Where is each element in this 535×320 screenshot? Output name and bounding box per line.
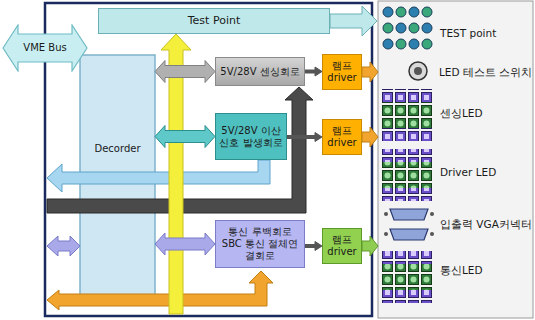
output-arrow <box>330 6 377 36</box>
connector-arrow <box>305 67 322 76</box>
front-panel <box>378 1 533 318</box>
led-test-switch <box>409 62 427 80</box>
panel-label: TEST point <box>440 27 496 40</box>
panel-label: Driver LED <box>440 166 496 179</box>
panel-label: 통신LED <box>440 264 483 277</box>
box-text: VME Bus <box>23 42 66 54</box>
panel-label: LED 테스트 스위치 <box>439 66 532 79</box>
test-point-jacks <box>383 7 432 49</box>
connector-arrow <box>287 133 322 142</box>
bus-arrow <box>47 271 273 310</box>
connector-arrow <box>155 126 215 148</box>
box-text: 5V/28V 이산 신호 발생회로 <box>218 125 284 149</box>
bus-arrow <box>47 236 80 256</box>
process-box: 통신 루백회로 SBC 통신 절체연결회로 <box>215 220 305 268</box>
connector-arrow <box>305 242 322 251</box>
test-point-box: Test Point <box>98 8 330 34</box>
led-rows <box>381 89 433 303</box>
panel-label: 입출력 VGA커넥터 <box>440 218 532 231</box>
box-text: 램프 driver <box>325 60 359 84</box>
driver-box: 램프 driver <box>322 119 362 155</box>
box-text: 통신 루백회로 SBC 통신 절체연결회로 <box>218 226 302 262</box>
box-text: 5V/28V 센싱회로 <box>220 66 299 78</box>
driver-box: 램프 driver <box>322 228 362 264</box>
box-text: Decorder <box>94 143 140 155</box>
board-outline <box>45 3 372 316</box>
bus-arrow-box: VME Bus <box>2 24 88 72</box>
process-box: 5V/28V 이산 신호 발생회로 <box>215 113 287 160</box>
panel-label: 센싱LED <box>440 107 483 120</box>
signal-arrow <box>47 160 270 192</box>
box-text: Test Point <box>188 14 240 27</box>
output-arrow <box>362 62 378 82</box>
driver-box: 램프 driver <box>322 54 362 90</box>
connector-arrow <box>155 233 215 255</box>
bus-arrow-outline <box>3 25 87 71</box>
box-text: 램프 driver <box>325 234 359 258</box>
decoder-label-box: Decorder <box>80 55 155 295</box>
connector-arrow <box>155 61 215 83</box>
box-text: 램프 driver <box>325 125 359 149</box>
output-arrow <box>362 127 378 147</box>
process-box: 5V/28V 센싱회로 <box>215 57 305 86</box>
vga-connector <box>384 209 434 240</box>
output-arrow <box>362 236 378 256</box>
